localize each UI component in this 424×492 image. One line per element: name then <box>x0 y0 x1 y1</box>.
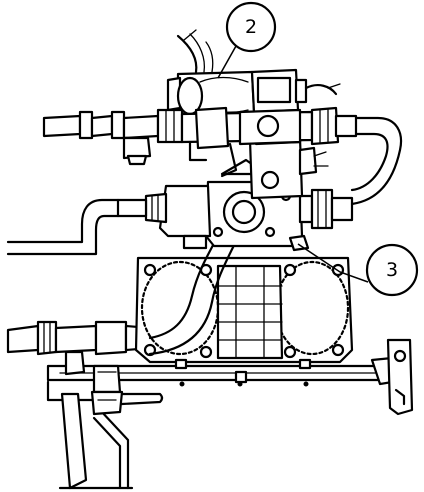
lower-frame <box>46 380 134 490</box>
callout-3: 3 <box>297 243 419 297</box>
base-plate <box>46 356 394 386</box>
return-hose <box>350 116 403 206</box>
mounting-bracket <box>386 338 414 416</box>
base-bolts <box>179 381 309 387</box>
left-valve-housing <box>6 184 212 256</box>
callout-label: 2 <box>245 16 257 38</box>
callout-label: 3 <box>386 259 398 281</box>
pump-body <box>134 256 354 384</box>
top-pipe-fittings <box>42 106 358 178</box>
right-valve-fittings <box>288 188 354 252</box>
callout-2: 2 <box>217 1 277 79</box>
